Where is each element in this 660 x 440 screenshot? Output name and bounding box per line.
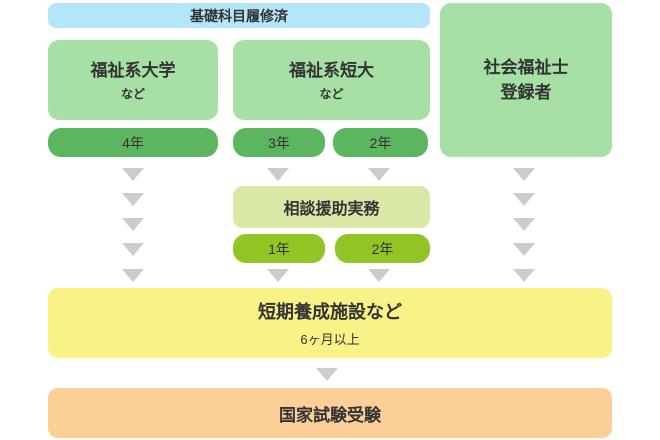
basic-subjects-banner: 基礎科目履修済	[48, 3, 430, 28]
down-arrow-icon	[267, 269, 289, 282]
down-arrow-icon	[267, 168, 289, 181]
national-exam-box: 国家試験受験	[48, 388, 612, 438]
down-arrow-icon	[368, 168, 390, 181]
practical-duration-pill-2years-label: 2年	[371, 240, 394, 257]
welfare-junior-college-box: 福祉系短大 など	[233, 40, 430, 120]
duration-pill-2years-label: 2年	[369, 134, 392, 151]
practical-work-box: 相談援助実務	[233, 186, 430, 228]
certified-social-worker-line1: 社会福祉士	[483, 57, 569, 77]
duration-pill-4years: 4年	[48, 128, 218, 157]
certified-social-worker-line2: 登録者	[500, 83, 552, 102]
welfare-university-box: 福祉系大学 など	[48, 40, 218, 120]
down-arrow-icon	[513, 218, 535, 231]
welfare-junior-college-title: 福祉系短大	[289, 60, 374, 80]
down-arrow-icon	[122, 269, 144, 282]
short-term-facility-subtitle: 6ヶ月以上	[300, 332, 360, 347]
down-arrow-icon	[513, 193, 535, 206]
welfare-university-title: 福祉系大学	[90, 60, 176, 80]
down-arrow-icon	[513, 269, 535, 282]
down-arrow-icon	[122, 193, 144, 206]
down-arrow-icon	[513, 168, 535, 181]
duration-pill-3years-label: 3年	[268, 134, 290, 151]
short-term-facility-box: 短期養成施設など 6ヶ月以上	[48, 288, 612, 358]
duration-pill-4years-label: 4年	[122, 134, 144, 151]
practical-duration-pill-1year-label: 1年	[268, 240, 290, 257]
down-arrow-icon	[316, 368, 338, 381]
welfare-university-subtitle: など	[120, 87, 145, 102]
practical-duration-pill-1year: 1年	[233, 234, 325, 263]
duration-pill-2years: 2年	[333, 128, 428, 157]
short-term-facility-title: 短期養成施設など	[258, 302, 402, 322]
down-arrow-icon	[368, 269, 390, 282]
practical-work-title: 相談援助実務	[283, 201, 380, 218]
down-arrow-icon	[122, 243, 144, 256]
down-arrow-icon	[122, 168, 144, 181]
duration-pill-3years: 3年	[233, 128, 325, 157]
welfare-junior-college-subtitle: など	[319, 87, 344, 102]
basic-subjects-label: 基礎科目履修済	[190, 7, 288, 24]
practical-duration-pill-2years: 2年	[335, 234, 430, 263]
down-arrow-icon	[122, 218, 144, 231]
national-exam-title: 国家試験受験	[279, 405, 381, 425]
down-arrow-icon	[513, 243, 535, 256]
certified-social-worker-box: 社会福祉士 登録者	[440, 3, 612, 157]
